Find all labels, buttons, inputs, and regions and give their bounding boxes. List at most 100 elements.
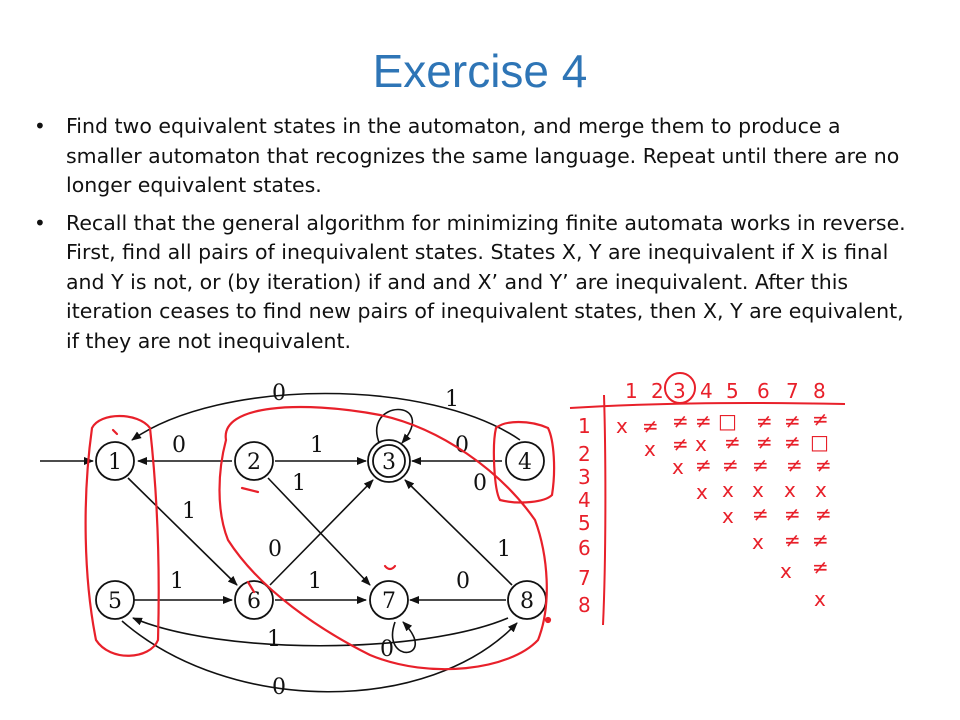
table-row-label: 1: [578, 414, 591, 438]
edge-label: 1: [445, 387, 459, 412]
handwritten-table: 1 2 3 4 5 6 7 8 1 2 3 4 5 6 7 8 x ≠ ≠ ≠ …: [569, 372, 846, 626]
table-row-label: 4: [578, 488, 591, 512]
state-5-node: [95, 580, 135, 620]
ink-mark: [246, 580, 256, 594]
edge-label: 0: [268, 537, 282, 562]
state-label: 1: [108, 450, 122, 475]
ink-dot: [544, 616, 552, 624]
edge-7-loop-0: [391, 621, 417, 654]
table-mark: x: [784, 478, 796, 502]
state-7-node: [369, 580, 409, 620]
table-row-label: 5: [578, 511, 591, 535]
edge-label: 1: [292, 471, 306, 496]
edge-label: 1: [310, 433, 324, 458]
edge-5-8-0: [121, 620, 518, 693]
ink-mark: [383, 564, 397, 571]
table-mark: ≠: [672, 432, 689, 456]
state-label: 8: [520, 589, 534, 614]
state-4-node: [505, 441, 545, 481]
state-label: 5: [108, 589, 122, 614]
table-mark: x: [780, 559, 792, 583]
table-mark: x: [814, 587, 826, 611]
edge-label: 1: [267, 627, 281, 652]
state-6-node: [234, 580, 274, 620]
state-label: 2: [247, 450, 261, 475]
slide-title: Exercise 4: [372, 45, 588, 97]
edge-label: 1: [170, 569, 184, 594]
edge-label: 0: [172, 433, 186, 458]
table-left-line: [602, 394, 607, 626]
table-row-label: 2: [578, 442, 591, 466]
table-header-cell: 6: [757, 379, 770, 403]
edge-1-6-1: [127, 477, 238, 586]
table-mark: ≠: [784, 409, 801, 433]
table-mark: ≠: [812, 555, 829, 579]
table-mark: x: [752, 478, 764, 502]
table-row-label: 8: [578, 593, 591, 617]
bullet-dot-icon: •: [34, 114, 46, 138]
edge-8-5-1: [132, 617, 509, 647]
bullet-item: •Find two equivalent states in the autom…: [30, 112, 910, 201]
state-3-final-ring: [372, 444, 406, 478]
table-mark: ≠: [672, 409, 689, 433]
bullet-dot-icon: •: [34, 210, 46, 235]
edge-label: 0: [380, 637, 394, 662]
table-mark: ≠: [784, 502, 801, 526]
table-header-cell: 2: [651, 379, 664, 403]
table-mark: ≠: [786, 453, 803, 477]
table-header-cell: 5: [726, 379, 739, 403]
table-mark: ≠: [695, 453, 712, 477]
ink-mark: [240, 486, 260, 494]
table-mark: ≠: [756, 409, 773, 433]
table-mark: ≠: [756, 430, 773, 454]
edge-4-1-0: [131, 392, 521, 441]
state-label: 4: [518, 450, 532, 475]
table-mark: ≠: [784, 430, 801, 454]
state-3-circle-mark: [664, 372, 696, 404]
state-label: 3: [382, 450, 396, 475]
table-mark: ≠: [815, 453, 832, 477]
table-mark: ≠: [815, 502, 832, 526]
table-mark: x: [695, 432, 707, 456]
table-header-cell: 3: [673, 379, 686, 403]
table-mark: x: [752, 530, 764, 554]
edge-labels: 0 1 0 1 0 1 0 1 1 0 1 0 1 0 1 0: [170, 381, 511, 700]
state-label: 7: [382, 589, 396, 614]
edge-8-4-1: [404, 479, 513, 586]
bullet-item: • Recall that the general algorithm for m…: [30, 209, 910, 357]
table-mark: x: [616, 414, 628, 438]
state-label: 6: [247, 589, 261, 614]
bullet-text: Recall that the general algorithm for mi…: [66, 210, 906, 353]
group-1-5-outline: [84, 415, 160, 657]
table-mark: ≠: [695, 409, 712, 433]
state-4-highlight-box: [492, 420, 556, 504]
bullet-list: •Find two equivalent states in the autom…: [30, 112, 910, 364]
table-mark: ≠: [784, 528, 801, 552]
table-row-label: 6: [578, 536, 591, 560]
table-mark: x: [722, 478, 734, 502]
table-mark: x: [672, 455, 684, 479]
edge-label: 0: [473, 471, 487, 496]
state-2-node: [234, 441, 274, 481]
table-header-cell: 1: [625, 379, 638, 403]
table-mark: □: [718, 409, 737, 433]
table-mark: ≠: [642, 414, 659, 438]
table-mark: x: [722, 504, 734, 528]
table-mark: ≠: [812, 528, 829, 552]
automaton-figure: 0 1 0 1 0 1 0 1 1 0 1 0 1 0 1 0 1 2 3 4 …: [40, 372, 846, 700]
edge-2-7-0: [267, 477, 371, 586]
edge-label: 1: [308, 569, 322, 594]
table-header-cell: 8: [813, 379, 826, 403]
table-mark: x: [644, 437, 656, 461]
edge-label: 1: [497, 537, 511, 562]
table-header-cell: 4: [700, 379, 713, 403]
table-mark: □: [810, 430, 829, 454]
state-1-node: [95, 441, 135, 481]
ink-mark: [111, 428, 119, 436]
edge-3-loop-1: [376, 408, 414, 446]
table-mark: ≠: [722, 453, 739, 477]
table-header-cell: 7: [786, 379, 799, 403]
edge-label: 0: [272, 675, 286, 700]
table-mark: ≠: [752, 453, 769, 477]
group-2-3-6-7-8-outline: [218, 405, 548, 671]
